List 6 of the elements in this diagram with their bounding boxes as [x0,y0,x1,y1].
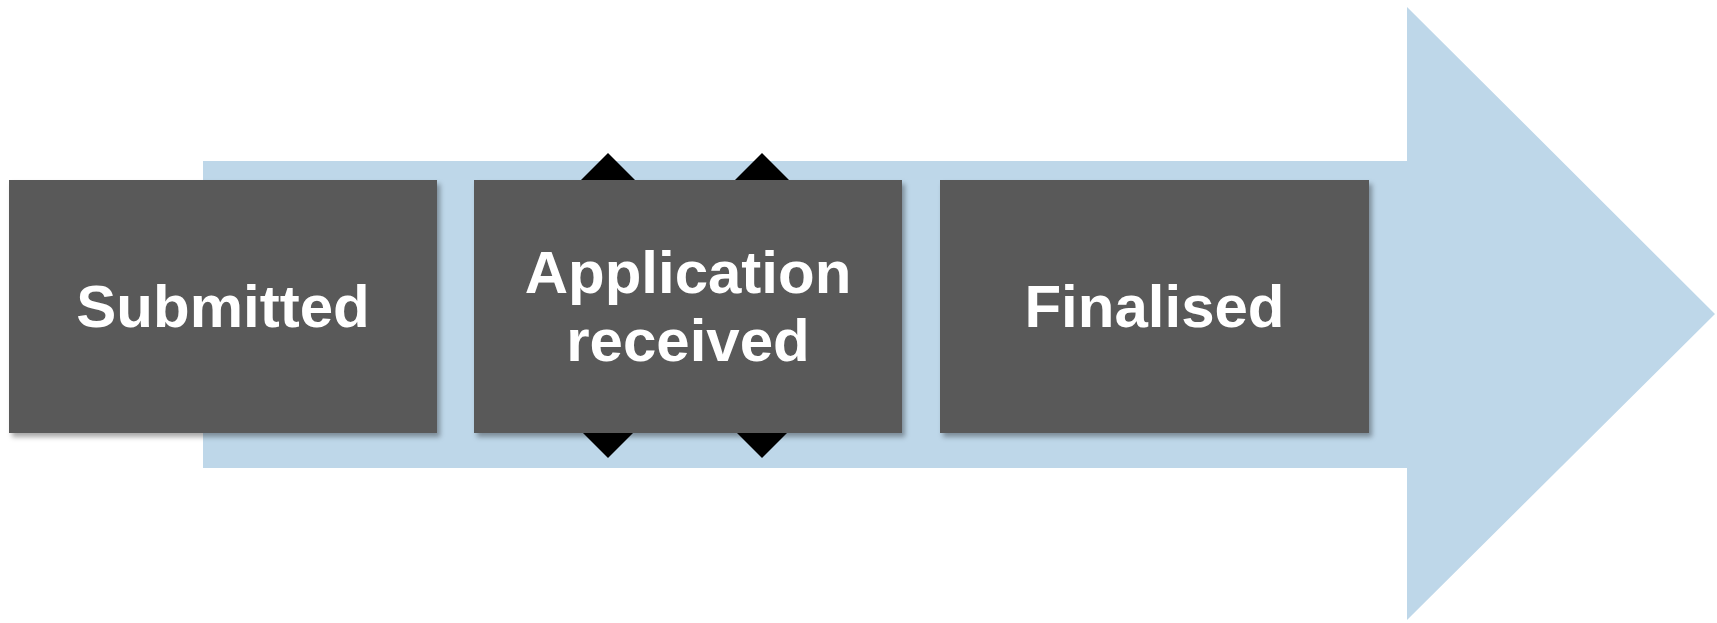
step-label: Finalised [1024,272,1285,341]
step-label: Submitted [76,272,370,341]
step-label: Application received [523,239,853,374]
process-box [940,180,1369,433]
process-box [474,180,902,433]
process-box [9,180,437,433]
